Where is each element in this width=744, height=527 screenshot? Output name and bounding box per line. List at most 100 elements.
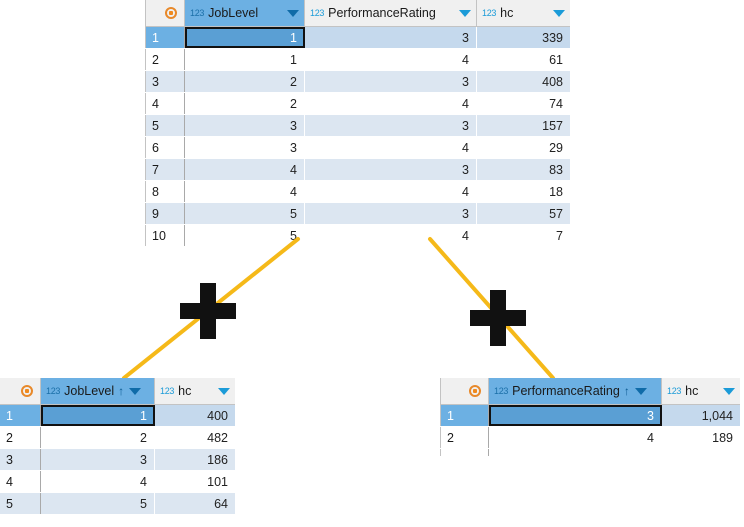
cell-joblevel[interactable]: 3 [185, 115, 305, 136]
row-number: 6 [145, 137, 185, 158]
cell-hc[interactable]: 18 [477, 181, 570, 202]
numeric-type-icon: 123 [310, 7, 325, 18]
joblevel-table-header-row: 123 JobLevel ↑ 123 hc [0, 378, 235, 405]
chevron-down-icon[interactable] [287, 9, 299, 17]
cell-performancerating[interactable]: 4 [305, 225, 477, 246]
cell-hc[interactable]: 101 [155, 471, 235, 492]
numeric-type-icon: 123 [190, 7, 205, 18]
table-row[interactable]: 8 4 4 18 [145, 181, 570, 203]
joblevel-table-column-header-joblevel[interactable]: 123 JobLevel ↑ [41, 378, 155, 404]
numeric-type-icon: 123 [494, 385, 509, 396]
table-row[interactable]: 2 4 189 [440, 427, 740, 449]
cell-joblevel[interactable]: 5 [41, 493, 155, 514]
table-row[interactable]: 2 2 482 [0, 427, 235, 449]
cell-joblevel[interactable]: 1 [41, 405, 155, 426]
source-table-column-header-performancerating[interactable]: 123 PerformanceRating [305, 0, 477, 26]
table-row[interactable]: 4 2 4 74 [145, 93, 570, 115]
table-row[interactable]: 1 1 3 339 [145, 27, 570, 49]
table-row[interactable]: 1 1 400 [0, 405, 235, 427]
performancerating-summary-table: 123 PerformanceRating ↑ 123 hc 1 3 1,044… [440, 378, 740, 457]
table-row-empty [440, 449, 740, 457]
sort-ascending-icon[interactable]: ↑ [118, 384, 125, 398]
chevron-down-icon[interactable] [459, 9, 471, 17]
cell-performancerating[interactable]: 3 [305, 159, 477, 180]
cell-performancerating[interactable]: 4 [305, 49, 477, 70]
chevron-down-icon[interactable] [553, 9, 565, 17]
row-number: 1 [440, 405, 489, 426]
connector-line-right [428, 237, 555, 380]
row-number: 1 [145, 27, 185, 48]
cell-hc[interactable]: 61 [477, 49, 570, 70]
cell-performancerating[interactable]: 4 [305, 93, 477, 114]
cell-hc[interactable]: 408 [477, 71, 570, 92]
cell-hc[interactable]: 64 [155, 493, 235, 514]
row-number: 3 [0, 449, 41, 470]
source-table-select-all-cell[interactable] [145, 0, 185, 26]
cell-joblevel[interactable]: 4 [185, 181, 305, 202]
table-row[interactable]: 5 5 64 [0, 493, 235, 515]
table-row[interactable]: 6 3 4 29 [145, 137, 570, 159]
cell-performancerating[interactable]: 3 [489, 405, 662, 426]
table-row[interactable]: 4 4 101 [0, 471, 235, 493]
table-row[interactable]: 2 1 4 61 [145, 49, 570, 71]
cell-joblevel[interactable]: 3 [41, 449, 155, 470]
table-row[interactable]: 3 3 186 [0, 449, 235, 471]
cell-hc[interactable]: 57 [477, 203, 570, 224]
table-row[interactable]: 7 4 3 83 [145, 159, 570, 181]
cell-joblevel[interactable]: 2 [185, 93, 305, 114]
cell-joblevel[interactable]: 1 [185, 49, 305, 70]
cell-joblevel[interactable]: 1 [185, 27, 305, 48]
chevron-down-icon[interactable] [129, 387, 142, 395]
cell-hc[interactable]: 186 [155, 449, 235, 470]
row-number: 4 [145, 93, 185, 114]
cell-performancerating[interactable]: 4 [489, 427, 662, 448]
table-row[interactable]: 1 3 1,044 [440, 405, 740, 427]
cell-joblevel[interactable]: 4 [185, 159, 305, 180]
cell-hc[interactable]: 29 [477, 137, 570, 158]
chevron-down-icon[interactable] [218, 387, 230, 395]
table-row[interactable]: 5 3 3 157 [145, 115, 570, 137]
cell-joblevel[interactable]: 2 [41, 427, 155, 448]
cell-joblevel[interactable]: 4 [41, 471, 155, 492]
chevron-down-icon[interactable] [634, 387, 647, 395]
column-label: hc [685, 384, 699, 398]
source-table-column-header-hc[interactable]: 123 hc [477, 0, 570, 26]
cell-joblevel[interactable]: 5 [185, 203, 305, 224]
cell-hc[interactable]: 74 [477, 93, 570, 114]
plus-horizontal-bar [470, 310, 526, 326]
cell-hc[interactable]: 7 [477, 225, 570, 246]
cell-performancerating[interactable]: 3 [305, 115, 477, 136]
cell-joblevel[interactable]: 2 [185, 71, 305, 92]
cell-performancerating[interactable]: 3 [305, 203, 477, 224]
cell-hc[interactable]: 339 [477, 27, 570, 48]
cell-hc[interactable]: 157 [477, 115, 570, 136]
chevron-down-icon[interactable] [723, 387, 735, 395]
cell-performancerating[interactable]: 4 [305, 181, 477, 202]
row-number: 2 [440, 427, 489, 448]
cell-performancerating[interactable]: 3 [305, 71, 477, 92]
performance-table-select-all-cell[interactable] [440, 378, 489, 404]
cell-hc[interactable]: 189 [662, 427, 740, 448]
sort-ascending-icon[interactable]: ↑ [623, 384, 630, 398]
cell-performancerating[interactable]: 3 [305, 27, 477, 48]
cell-hc[interactable]: 1,044 [662, 405, 740, 426]
cell-performancerating[interactable]: 4 [305, 137, 477, 158]
numeric-type-icon: 123 [46, 385, 61, 396]
cell-hc[interactable]: 83 [477, 159, 570, 180]
joblevel-table-select-all-cell[interactable] [0, 378, 41, 404]
row-number: 10 [145, 225, 185, 246]
performance-table-column-header-hc[interactable]: 123 hc [662, 378, 740, 404]
source-table: 123 JobLevel 123 PerformanceRating 123 h… [145, 0, 570, 247]
column-label: hc [178, 384, 192, 398]
source-table-column-header-joblevel[interactable]: 123 JobLevel [185, 0, 305, 26]
performance-table-column-header-performancerating[interactable]: 123 PerformanceRating ↑ [489, 378, 662, 404]
table-row[interactable]: 3 2 3 408 [145, 71, 570, 93]
cell-hc[interactable]: 400 [155, 405, 235, 426]
cell-joblevel[interactable]: 3 [185, 137, 305, 158]
cell-joblevel[interactable]: 5 [185, 225, 305, 246]
column-label: hc [500, 6, 514, 20]
table-row[interactable]: 10 5 4 7 [145, 225, 570, 247]
table-row[interactable]: 9 5 3 57 [145, 203, 570, 225]
joblevel-table-column-header-hc[interactable]: 123 hc [155, 378, 235, 404]
cell-hc[interactable]: 482 [155, 427, 235, 448]
